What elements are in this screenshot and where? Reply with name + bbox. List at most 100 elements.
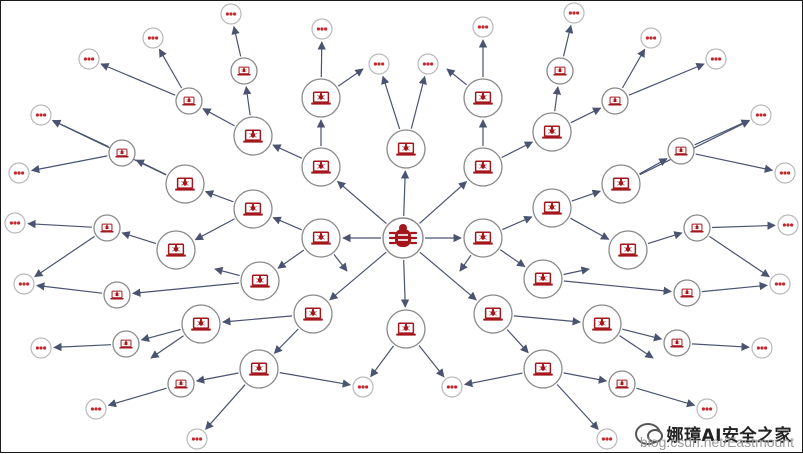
bug-laptop-icon xyxy=(175,177,195,191)
infected-computer-node xyxy=(601,164,641,204)
arrow-R2-R7 xyxy=(570,217,610,240)
pending-computer-node xyxy=(417,53,439,75)
pending-computer-node xyxy=(777,214,799,236)
ellipsis-icon xyxy=(701,407,713,411)
infected-computer-node xyxy=(167,370,195,398)
ellipsis-icon xyxy=(90,407,102,411)
watermark: 娜璋AI安全之家 xyxy=(634,421,792,446)
arrow-hub-C2 xyxy=(336,180,387,225)
pending-computer-node xyxy=(563,2,585,24)
arrow-C3-L2 xyxy=(272,216,302,231)
arrow-D1-out xyxy=(446,68,467,86)
arrow-D4-R4 xyxy=(513,315,581,326)
ellipsis-icon xyxy=(18,282,30,286)
arrow-R1-n1 xyxy=(552,86,562,112)
infected-computer-node xyxy=(93,214,121,242)
infected-computer-node xyxy=(523,349,563,389)
ellipsis-icon xyxy=(422,62,434,66)
ellipsis-icon xyxy=(316,27,328,31)
bug-laptop-icon xyxy=(608,96,622,106)
infected-computer-node xyxy=(532,188,572,228)
arrow-D3-out xyxy=(459,254,472,272)
ellipsis-icon xyxy=(645,36,657,40)
wechat-icon xyxy=(634,422,663,445)
arrow-C2-L1 xyxy=(272,144,303,159)
pending-computer-node xyxy=(751,337,773,359)
infected-computer-node xyxy=(233,116,273,156)
arrow-R2-R6 xyxy=(571,189,601,202)
infected-computer-node xyxy=(463,218,503,258)
pending-computer-node xyxy=(8,162,30,184)
ellipsis-icon xyxy=(568,11,580,15)
bug-laptop-icon xyxy=(115,148,129,158)
bug-laptop-icon xyxy=(674,146,688,156)
bug-laptop-icon xyxy=(533,362,553,376)
arrow-C3-out xyxy=(333,254,348,272)
infected-computer-node xyxy=(301,78,341,118)
arrow-D4-R5 xyxy=(506,329,529,354)
ellipsis-icon xyxy=(373,62,385,66)
arrow-R6-n3 xyxy=(639,158,668,175)
bug-laptop-icon xyxy=(119,339,133,349)
bug-laptop-icon xyxy=(243,202,263,216)
arrow-C4-L5 xyxy=(273,328,299,354)
bug-laptop-icon xyxy=(611,177,631,191)
infected-computer-node xyxy=(673,279,701,307)
arrow-R3-n5 xyxy=(563,280,672,295)
bug-laptop-icon xyxy=(110,290,124,300)
bug-laptop-icon xyxy=(618,243,638,257)
pending-computer-node xyxy=(696,398,718,420)
arrow-n7-t25 xyxy=(636,387,696,408)
bug-laptop-icon xyxy=(174,379,188,389)
infected-computer-node xyxy=(156,230,196,270)
arrow-m4-t17 xyxy=(34,235,95,278)
arrow-m3-t13 xyxy=(30,155,108,174)
bug-laptop-icon xyxy=(483,307,503,321)
infected-computer-node xyxy=(546,57,574,85)
arrow-L1-m1 xyxy=(243,85,252,116)
bug-laptop-icon xyxy=(100,223,114,233)
pending-computer-node xyxy=(705,48,727,70)
watermark-url: blog.csdn.net/Eastmount xyxy=(639,434,794,450)
pending-computer-node xyxy=(472,16,494,38)
infected-computer-node xyxy=(601,87,629,115)
infected-computer-node xyxy=(608,230,648,270)
infected-computer-node xyxy=(239,349,279,389)
arrow-L3-out xyxy=(214,266,240,277)
pending-computer-node xyxy=(30,337,52,359)
arrow-m5-t17 xyxy=(36,282,103,294)
infected-computer-node xyxy=(663,329,691,357)
arrow-n2-t10 xyxy=(628,63,705,96)
ellipsis-icon xyxy=(357,385,369,389)
arrow-n2-t9 xyxy=(621,48,646,89)
arrow-m4-t15 xyxy=(27,219,93,229)
infected-computer-node xyxy=(108,139,136,167)
arrow-L7-m4 xyxy=(121,231,157,245)
infected-computer-node xyxy=(165,164,205,204)
bug-laptop-icon xyxy=(243,129,263,143)
pending-computer-node xyxy=(220,3,242,25)
infected-computer-node xyxy=(112,330,140,358)
bug-laptop-icon xyxy=(311,231,331,245)
arrow-C4-L4 xyxy=(222,315,293,326)
bug-laptop-icon xyxy=(690,223,704,233)
ellipsis-icon xyxy=(756,346,768,350)
network-nodes xyxy=(4,2,799,450)
pending-computer-node xyxy=(352,376,374,398)
arrow-m2-t8 xyxy=(158,48,183,89)
pending-computer-node xyxy=(311,18,333,40)
arrow-C1-t2 xyxy=(317,41,326,78)
ellipsis-icon xyxy=(779,171,791,175)
arrow-L1-m2 xyxy=(202,108,235,127)
hub-malware-node xyxy=(382,217,424,259)
pending-computer-node xyxy=(142,27,164,49)
bug-laptop-icon xyxy=(303,307,323,321)
arrow-n1-t6 xyxy=(562,24,574,57)
pending-computer-node xyxy=(85,398,107,420)
arrow-L5-m7 xyxy=(195,372,239,384)
bug-laptop-icon xyxy=(473,231,493,245)
pending-computer-node xyxy=(750,104,772,126)
arrow-R7-n4 xyxy=(647,231,683,245)
bug-laptop-icon xyxy=(533,272,553,286)
